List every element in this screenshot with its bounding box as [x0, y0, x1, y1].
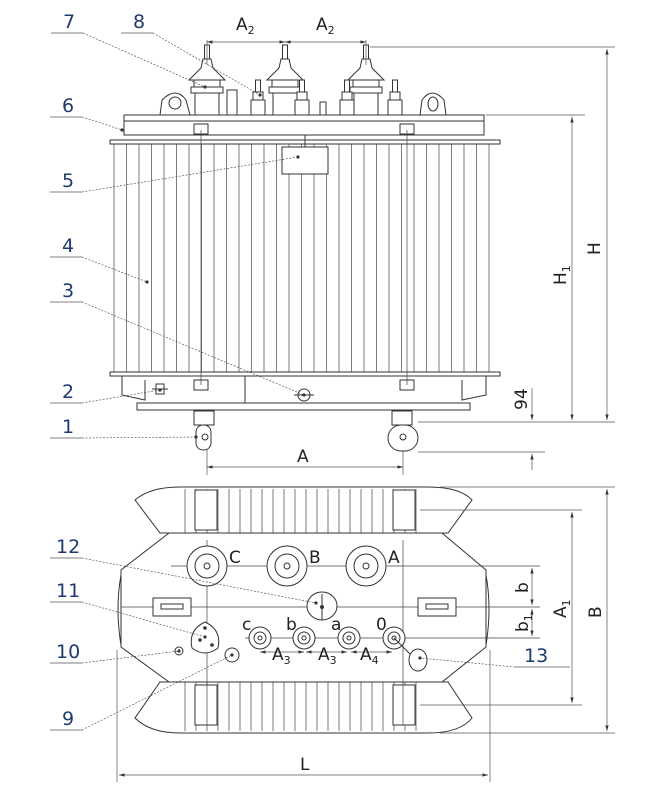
callout-9: 9	[50, 653, 234, 731]
side-view	[109, 44, 501, 452]
hv-terminal: A	[345, 545, 400, 587]
dim-a2-left: A2	[236, 15, 255, 37]
dim-a: A	[297, 447, 309, 467]
callout-number: 8	[133, 11, 145, 33]
hv-terminal-label: B	[309, 548, 321, 568]
lv-terminal-label: b	[286, 615, 297, 635]
callout-13: 13	[418, 645, 570, 668]
cooling-fins	[113, 144, 490, 372]
top-fin-bank	[134, 486, 473, 534]
hv-terminal: B	[266, 545, 321, 587]
dim-h1: H1	[551, 265, 573, 285]
tank-cover	[123, 114, 485, 122]
dim-b: b	[513, 582, 533, 593]
callout-2: 2	[50, 381, 162, 404]
tank-frame	[123, 120, 485, 136]
lv-bushing	[250, 79, 266, 116]
hv-bushing	[265, 44, 305, 116]
bottom-bracket-left	[121, 376, 146, 401]
lv-terminal: b	[286, 615, 316, 650]
callout-1: 1	[50, 416, 198, 439]
callout-number: 4	[62, 235, 74, 257]
side-dimensions: A2 A2 H H1 94 A	[206, 15, 615, 475]
lv-terminal-label: a	[331, 615, 341, 635]
callout-number: 6	[62, 95, 74, 117]
dim-a2-right: A2	[316, 15, 335, 37]
lifting-pads	[194, 489, 416, 726]
dim-a3-left: A3	[272, 645, 291, 667]
lv-bushings	[250, 79, 403, 116]
callout-7: 7	[51, 11, 207, 89]
callout-number: 10	[56, 641, 80, 663]
lifting-eye-left	[159, 92, 191, 116]
dim-a3-right: A3	[318, 645, 337, 667]
wheel-left	[193, 410, 215, 451]
lifting-eye-right	[419, 92, 447, 116]
nameplate	[281, 146, 329, 175]
dim-l: L	[300, 755, 310, 775]
dim-94: 94	[512, 388, 532, 410]
tap-changer	[306, 591, 338, 621]
lv-bushing	[387, 79, 403, 116]
callout-6: 6	[50, 95, 124, 132]
lv-bushing	[294, 79, 310, 116]
dim-a4: A4	[360, 645, 379, 667]
base-frame	[136, 402, 471, 411]
lv-terminal-label: 0	[376, 615, 387, 635]
callout-number: 2	[62, 381, 74, 403]
tank-bottom-rail	[109, 371, 501, 377]
hv-bushings	[187, 44, 386, 116]
callout-number: 3	[62, 280, 74, 302]
bottom-fin-bank	[134, 681, 473, 734]
hv-bushing	[187, 44, 227, 116]
callout-number: 12	[56, 536, 80, 558]
lv-bushing	[339, 79, 355, 116]
neutral-lever	[393, 637, 428, 672]
callout-5: 5	[50, 155, 300, 193]
callout-11: 11	[50, 580, 207, 639]
callout-number: 13	[524, 645, 548, 667]
top-dimensions: B A1 b b1 A3 A3 A4 L	[116, 486, 615, 782]
dim-b-total: B	[586, 606, 606, 618]
dim-a1: A1	[551, 599, 573, 618]
top-view: C B A c b a 0	[117, 486, 540, 734]
hv-bushing	[346, 44, 386, 116]
callout-number: 11	[56, 580, 80, 602]
lv-terminal: c	[242, 615, 272, 650]
bottom-bracket-right	[461, 376, 487, 401]
callout-4: 4	[50, 235, 149, 284]
oil-gauge	[226, 89, 238, 116]
callout-number: 7	[63, 11, 75, 33]
callout-8: 8	[121, 11, 262, 97]
callout-3: 3	[50, 280, 306, 397]
lv-terminal: a	[331, 615, 361, 650]
dim-h: H	[585, 242, 605, 255]
callout-number: 5	[62, 170, 74, 192]
wheel-right	[387, 410, 419, 452]
hv-terminal: C	[186, 545, 241, 587]
callout-number: 1	[62, 416, 74, 438]
lv-terminal-label: c	[242, 615, 251, 635]
callout-number: 9	[62, 708, 74, 730]
dim-b1: b1	[513, 614, 535, 632]
hv-terminal-label: C	[229, 548, 241, 568]
hv-terminal-label: A	[388, 548, 400, 568]
callout-10: 10	[50, 641, 181, 664]
callout-12: 12	[50, 536, 318, 605]
